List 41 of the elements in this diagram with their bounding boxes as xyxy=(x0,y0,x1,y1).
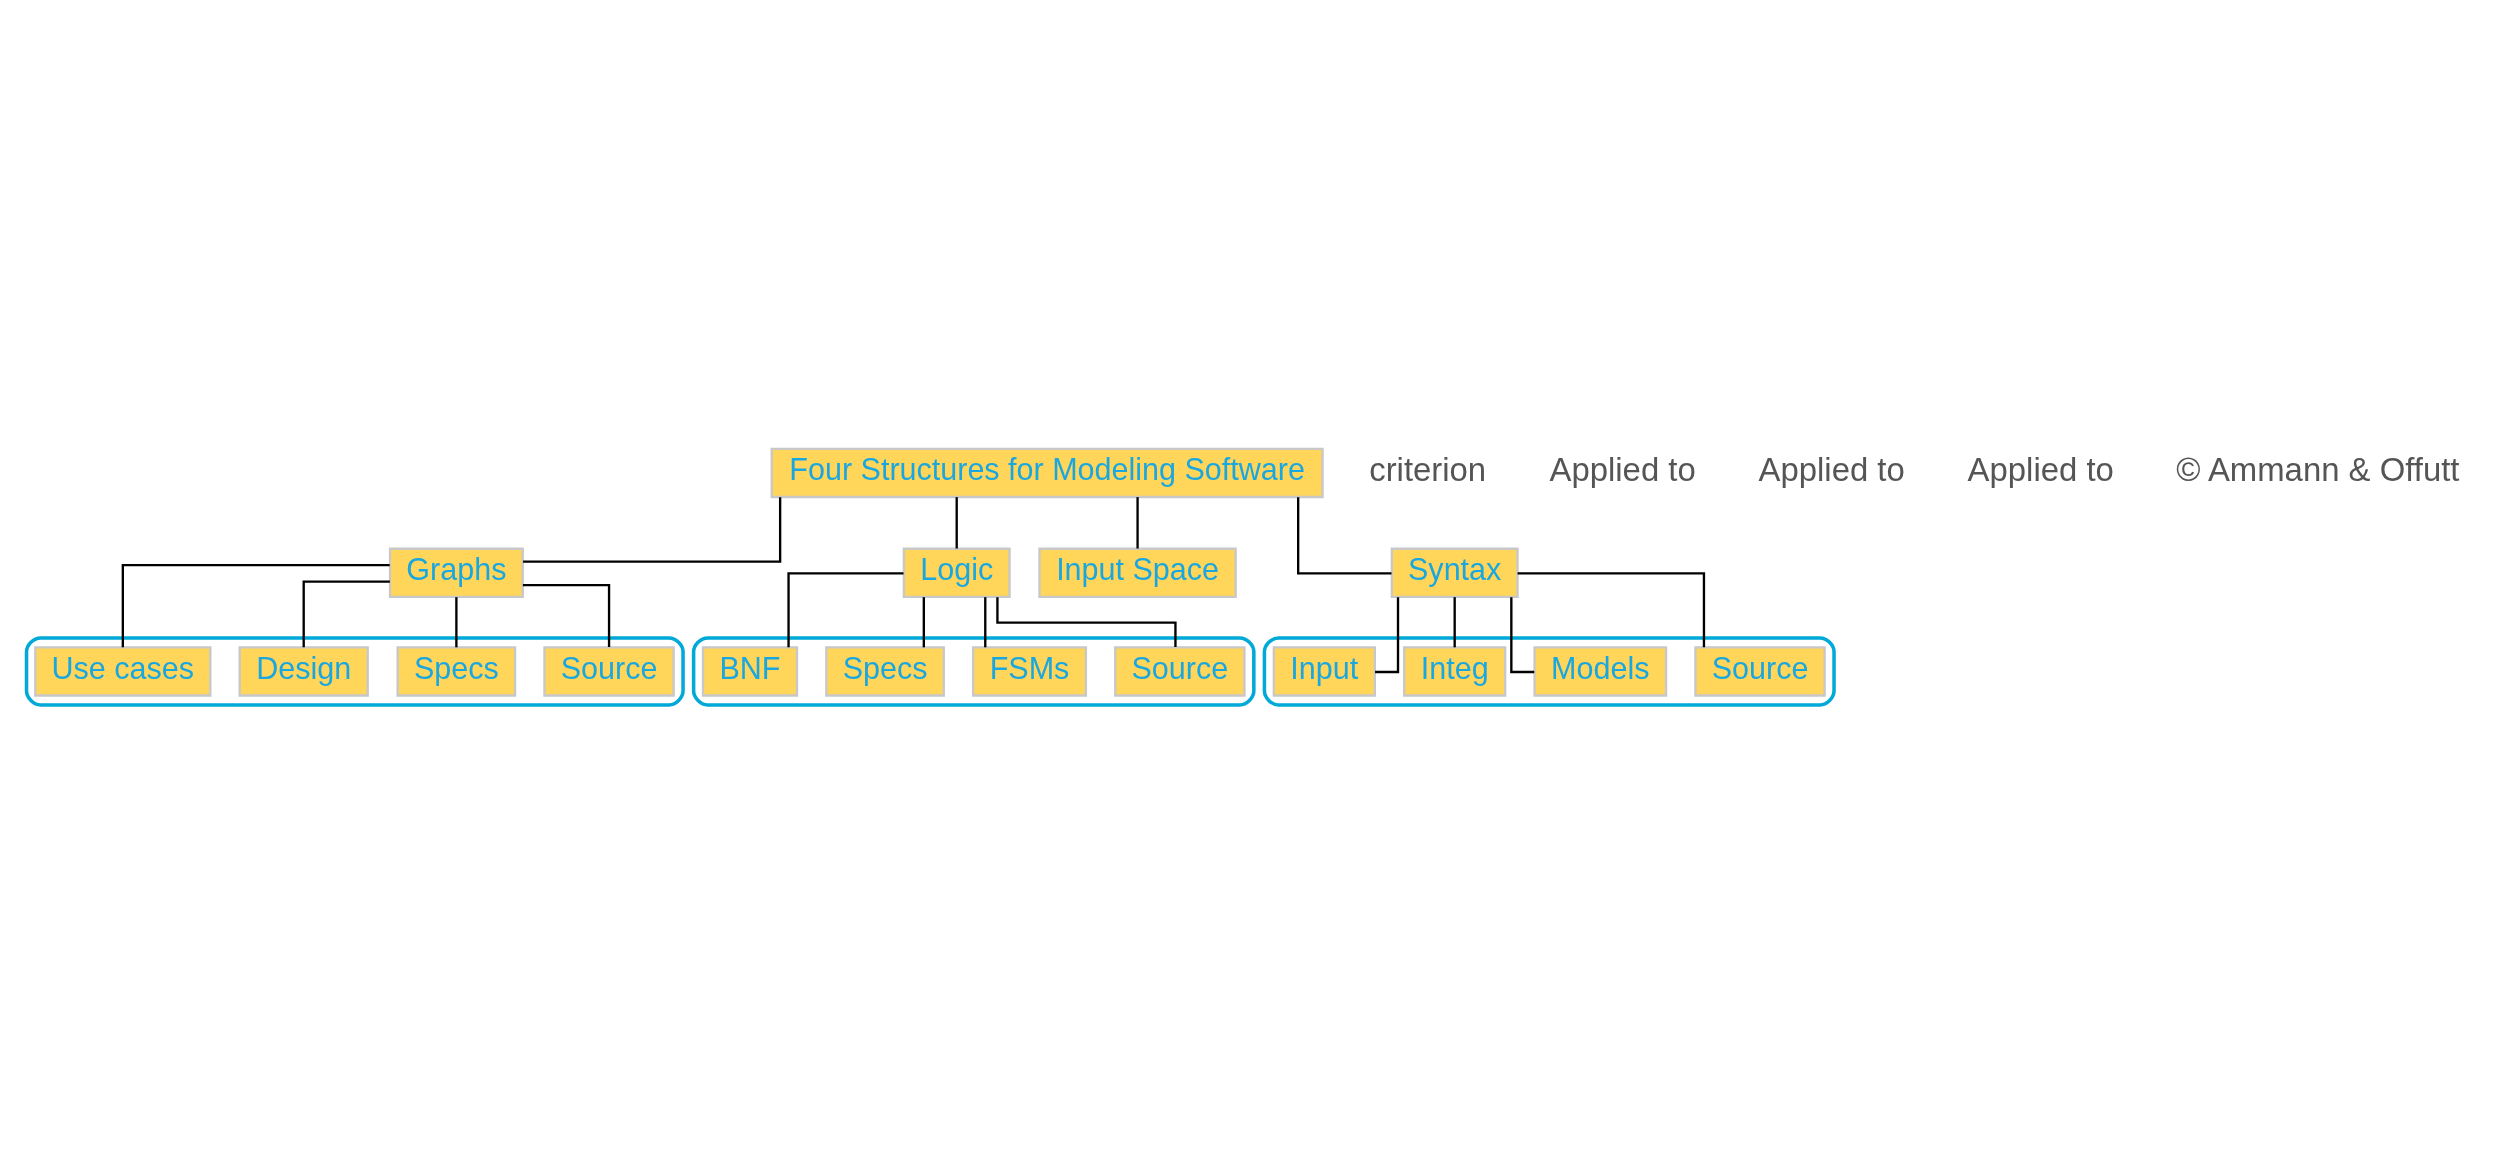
connector xyxy=(787,572,904,648)
node-box: Design xyxy=(238,646,369,697)
connector xyxy=(1297,497,1392,575)
node-box: Models xyxy=(1533,646,1668,697)
node-box: Use cases xyxy=(34,646,212,697)
node-box: Source xyxy=(1694,646,1826,697)
node-box: Specs xyxy=(396,646,517,697)
node-box: Graphs xyxy=(388,547,524,599)
connector xyxy=(455,597,458,648)
cluster xyxy=(1262,636,1836,707)
node-box: Logic xyxy=(902,547,1011,599)
connector xyxy=(1375,597,1400,674)
connector xyxy=(1136,497,1139,549)
connector xyxy=(922,597,925,648)
connector xyxy=(996,597,1177,648)
node-box: Syntax xyxy=(1390,547,1519,599)
node-box: Source xyxy=(543,646,675,697)
connector xyxy=(302,580,390,648)
node-box: Source xyxy=(1114,646,1246,697)
label: Applied to xyxy=(1967,451,2114,489)
connector xyxy=(955,497,958,549)
node-box: FSMs xyxy=(971,646,1088,697)
node-box: Specs xyxy=(825,646,945,697)
label: © Ammann & Offutt xyxy=(2176,451,2460,489)
node-box: Four Structures for Modeling Software xyxy=(770,447,1324,499)
label: Applied to xyxy=(1758,451,1905,489)
label: Applied to xyxy=(1549,451,1696,489)
connector xyxy=(523,497,782,563)
connector xyxy=(121,563,390,648)
node-box: Integ xyxy=(1403,646,1507,697)
node-box: BNF xyxy=(701,646,799,697)
cluster xyxy=(24,636,685,707)
connector xyxy=(1517,572,1706,648)
label: criterion xyxy=(1369,451,1487,489)
connector xyxy=(1453,597,1456,648)
connector xyxy=(984,597,987,648)
cluster xyxy=(691,636,1256,707)
node-box: Input Space xyxy=(1038,547,1237,599)
node-box: Input xyxy=(1272,646,1376,697)
connector xyxy=(1510,597,1535,674)
connector xyxy=(522,583,611,647)
